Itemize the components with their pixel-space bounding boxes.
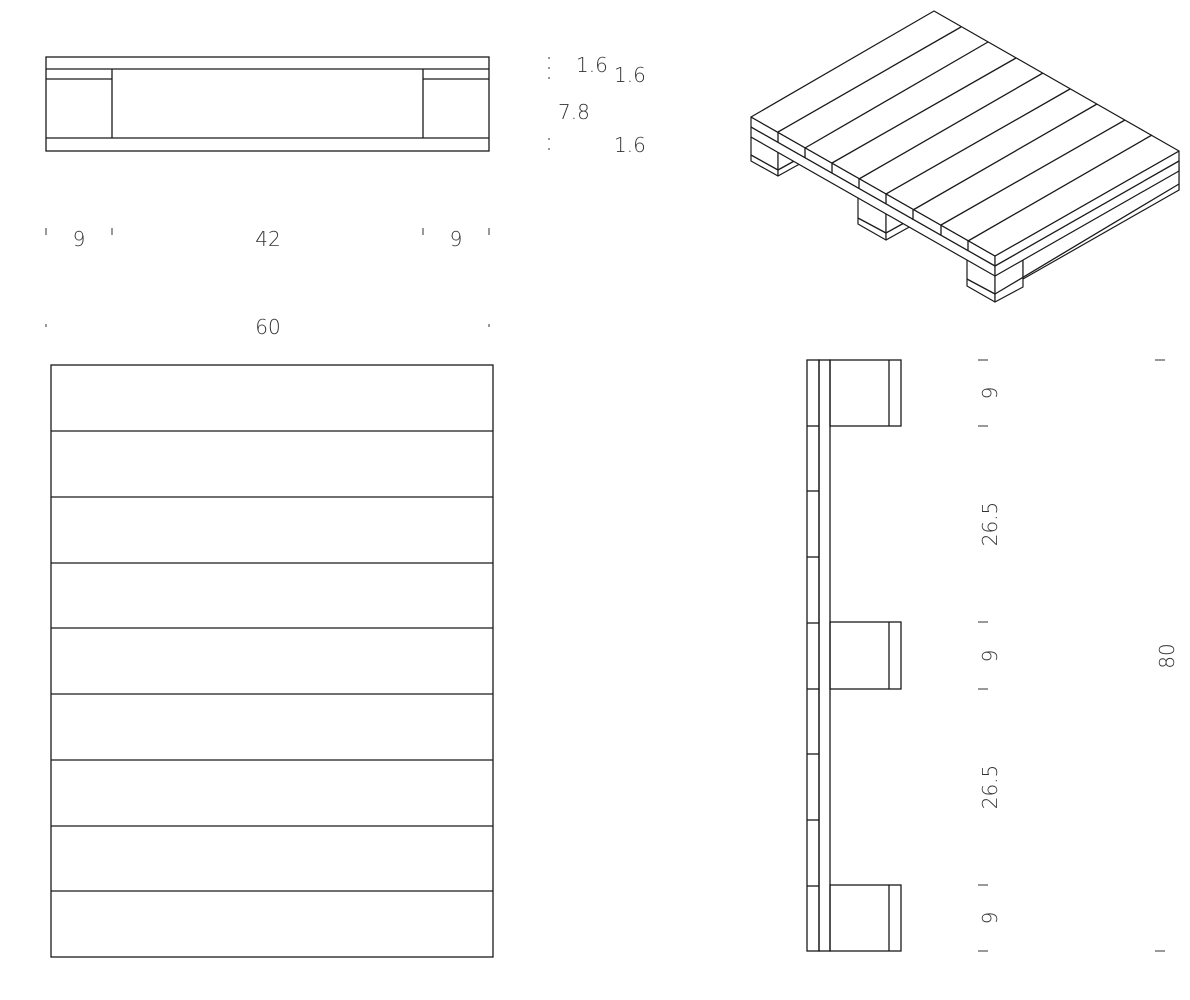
dim-bottom-block: 9 [978, 912, 1002, 925]
dim-block-height: 7.8 [558, 100, 590, 124]
side-elevation [806, 359, 902, 952]
dim-top-block: 9 [978, 387, 1002, 400]
side-block-bottom [829, 884, 902, 952]
plan-outline [50, 364, 494, 958]
front-outline [45, 56, 490, 152]
iso-board-seam [885, 88, 1071, 195]
dim-upper-gap: 26.5 [978, 502, 1002, 547]
dim-gap: 42 [255, 227, 280, 251]
side-block-top [829, 359, 902, 427]
dim-left-block: 9 [73, 227, 86, 251]
dim-top-board-2: 1.6 [614, 63, 646, 87]
iso-board-seam [858, 72, 1044, 180]
front-vertical-dimensions: 1.6 1.6 7.8 1.6 [548, 53, 646, 157]
dim-overall-width: 60 [255, 315, 280, 339]
iso-board-seam [777, 26, 962, 133]
dim-lower-gap: 26.5 [978, 765, 1002, 810]
iso-deck-top [750, 10, 1180, 257]
iso-board-seam [804, 41, 989, 149]
dim-bottom-board: 1.6 [614, 133, 646, 157]
stringer-board [818, 359, 831, 952]
iso-board-seam [940, 119, 1126, 226]
iso-board-seam [912, 103, 1098, 211]
iso-board-seam [967, 134, 1153, 242]
dim-top-board-1: 1.6 [576, 53, 608, 77]
top-boards-edge [806, 359, 820, 952]
iso-board-seam [831, 57, 1017, 164]
dim-overall-length: 80 [1155, 643, 1179, 668]
front-elevation [45, 56, 490, 152]
dim-right-block: 9 [450, 227, 463, 251]
plan-view [50, 364, 494, 958]
side-block-middle [829, 621, 902, 690]
dim-middle-block: 9 [978, 650, 1002, 663]
front-horizontal-dimensions: 9 42 9 60 [45, 227, 490, 339]
isometric-view [750, 10, 1180, 303]
side-dimensions: 9 26.5 9 26.5 9 80 [978, 359, 1179, 952]
